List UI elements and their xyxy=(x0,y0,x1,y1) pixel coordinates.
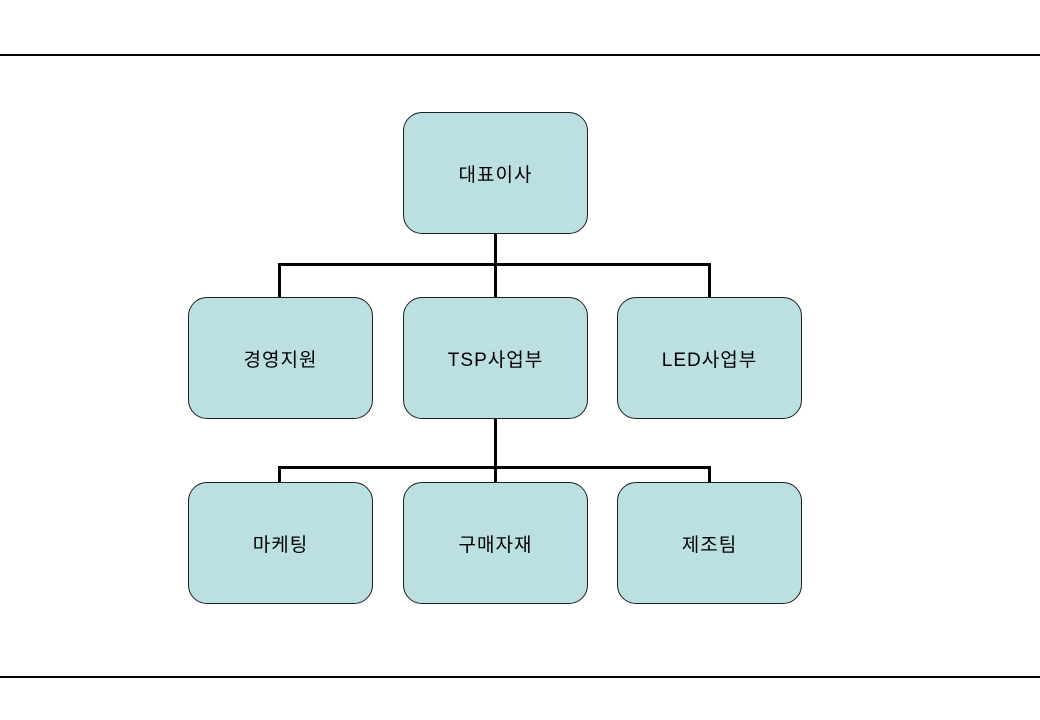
org-node-purchasing-materials-label: 구매자재 xyxy=(458,534,533,556)
org-node-led-division-label: LED사업부 xyxy=(661,349,758,371)
org-node-management-support-label: 경영지원 xyxy=(243,349,318,371)
org-node-marketing-label: 마케팅 xyxy=(252,534,309,556)
connector-tsp-vertical xyxy=(494,418,497,482)
bottom-divider-line xyxy=(0,676,1040,678)
connector-drop-manufacturing-team xyxy=(708,466,711,482)
org-node-tsp-division: TSP사업부 xyxy=(403,297,588,419)
org-node-purchasing-materials: 구매자재 xyxy=(403,482,588,604)
org-node-manufacturing-team-label: 제조팀 xyxy=(681,534,738,556)
connector-drop-led-division xyxy=(708,263,711,297)
org-node-led-division: LED사업부 xyxy=(617,297,802,419)
top-divider-line xyxy=(0,54,1040,56)
org-node-manufacturing-team: 제조팀 xyxy=(617,482,802,604)
connector-level3-horizontal xyxy=(278,466,711,469)
connector-drop-management-support xyxy=(278,263,281,297)
connector-drop-marketing xyxy=(278,466,281,482)
org-node-marketing: 마케팅 xyxy=(188,482,373,604)
org-node-management-support: 경영지원 xyxy=(188,297,373,419)
org-node-ceo-label: 대표이사 xyxy=(458,164,533,186)
org-node-ceo: 대표이사 xyxy=(403,112,588,234)
connector-level2-horizontal xyxy=(278,263,711,266)
org-node-tsp-division-label: TSP사업부 xyxy=(447,349,544,371)
